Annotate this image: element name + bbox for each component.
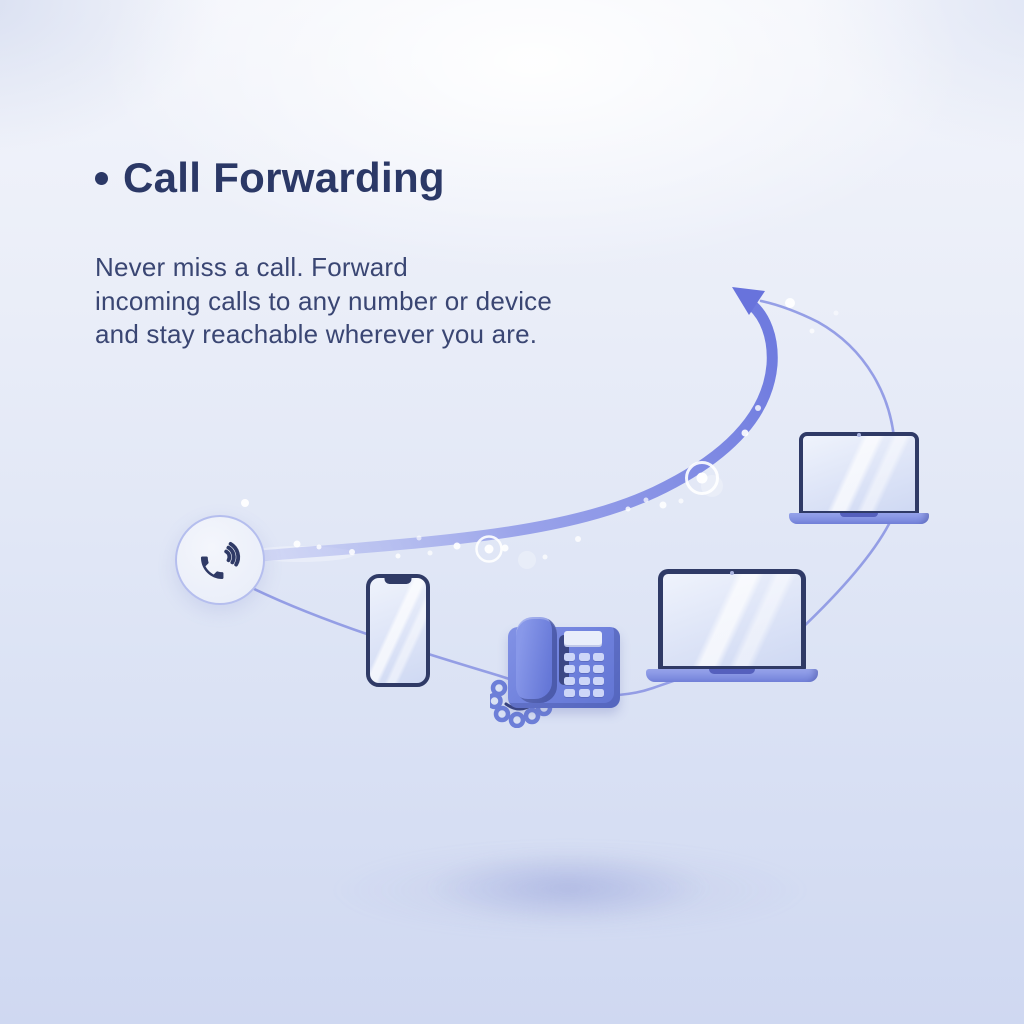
keypad-key [578,677,590,685]
keypad-key [564,653,575,661]
keypad-key [593,677,604,685]
keypad-key [578,653,590,661]
keypad-key [578,665,590,673]
laptop-camera-dot [730,571,734,575]
laptop-base [789,513,929,524]
keypad-key [564,689,575,697]
laptop-screen [799,432,919,515]
keypad-key [564,677,575,685]
laptop-camera-dot [857,433,861,437]
cord-ring [508,711,526,728]
page-heading: • Call Forwarding [95,154,445,201]
keypad-key [564,665,575,673]
cord-ring [490,679,508,697]
laptop-base [646,669,818,682]
page-description: Never miss a call. Forward incoming call… [95,251,552,352]
keypad-key [593,689,604,697]
cord-ring [493,705,511,723]
laptop-hinge [709,669,755,674]
desk-phone-handset [516,617,557,703]
cord-ring [523,707,541,725]
page-title: Call Forwarding [123,154,445,201]
laptop-hinge [840,513,878,517]
description-line: and stay reachable wherever you are. [95,319,538,349]
keypad-key [593,653,604,661]
desk-phone-icon [490,613,630,733]
smartphone-icon [366,574,430,687]
forward-arrow-curve [254,300,778,562]
arrowhead-icon [732,287,765,315]
description-line: incoming calls to any number or device [95,285,553,316]
phone-ring-icon [200,541,241,580]
ring-markers [475,461,719,563]
cord-ring [490,692,503,710]
smartphone-notch [384,577,412,584]
description-line: Never miss a call. Forward [95,252,408,282]
desk-phone-display [564,631,602,647]
keypad-key [593,665,604,673]
ground-shadow [428,851,708,923]
ground-shadow-wide [330,842,810,938]
laptop-screen [658,569,806,671]
desk-phone-keypad [564,653,604,697]
incoming-call-badge [175,515,265,605]
keypad-key [578,689,590,697]
title-bullet: • [95,171,108,185]
